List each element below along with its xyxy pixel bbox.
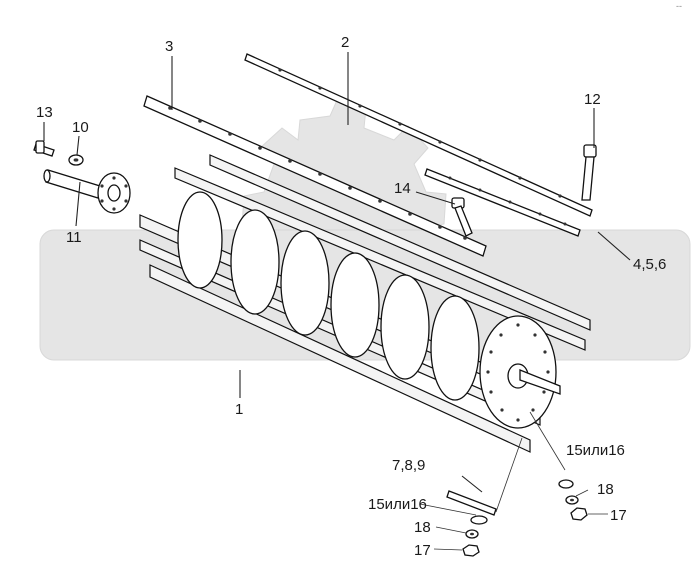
nut-part-17-right [570,507,588,521]
label-1: 1 [235,401,243,418]
bolt-part-12 [581,144,597,201]
end-disc [479,315,561,429]
label-7-8-9: 7,8,9 [392,457,425,474]
rotor-assembly-part-1 [139,154,591,453]
label-14: 14 [394,180,411,197]
label-3: 3 [165,38,173,55]
washer-part-18-right [565,495,579,505]
strip-part-3 [143,95,487,257]
label-17-lower: 17 [414,542,431,559]
washer-part-18-lower [465,529,479,539]
label-4-5-6: 4,5,6 [633,256,666,273]
label-15-16-right: 15или16 [566,442,625,459]
label-17-right: 17 [610,507,627,524]
shaft-part-11 [43,169,131,214]
plate-part-4-5-6 [424,168,581,237]
label-18-lower: 18 [414,519,431,536]
corner-mark: -- [676,1,682,11]
label-10: 10 [72,119,89,136]
callout-labels: 2 3 12 13 10 14 11 4,5,6 1 15или16 7,8,9… [36,34,666,559]
strip-part-2 [244,53,593,217]
label-12: 12 [584,91,601,108]
bolt-part-14 [451,197,473,237]
washer-part-10 [68,154,84,166]
leader-lines [43,52,631,551]
label-18-right: 18 [597,481,614,498]
washer-part-15-16-right [558,479,574,489]
plate-part-7-8-9 [446,490,497,516]
nut-part-17-lower [462,544,480,557]
rotor-discs [177,191,480,401]
label-11: 11 [66,229,82,246]
bolt-part-13 [33,140,55,157]
label-15-16-lower: 15или16 [368,496,427,513]
label-2: 2 [341,34,349,51]
washer-part-15-16-lower [470,515,488,525]
label-13: 13 [36,104,53,121]
